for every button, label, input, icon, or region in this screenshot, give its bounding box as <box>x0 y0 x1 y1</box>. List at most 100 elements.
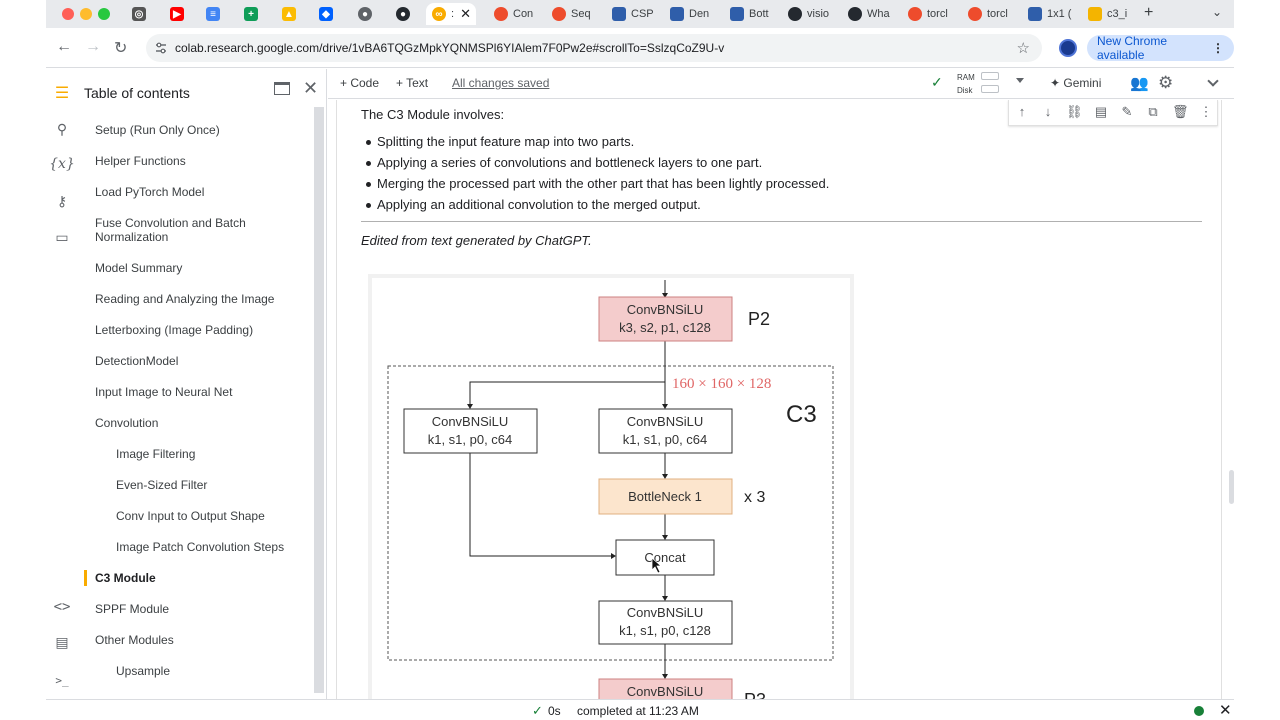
tab-2[interactable]: ▶ <box>170 3 189 25</box>
secrets-key-icon[interactable]: ⚷ <box>56 192 68 209</box>
toc-item-reading-image[interactable]: Reading and Analyzing the Image <box>95 292 275 306</box>
profile-avatar[interactable] <box>1059 39 1077 57</box>
toc-item-detection-model[interactable]: DetectionModel <box>95 354 179 368</box>
tab-10[interactable]: Con <box>494 3 536 25</box>
back-arrow-icon[interactable]: ← <box>56 38 72 55</box>
toc-item-model-summary[interactable]: Model Summary <box>95 261 183 275</box>
text-cell[interactable]: The C3 Module involves: Splitting the in… <box>336 100 1222 699</box>
share-people-icon[interactable]: 👥 <box>1130 75 1149 92</box>
code-snippets-icon[interactable]: <> <box>53 599 71 615</box>
tab-colab-active[interactable]: ∞:✕ <box>426 3 476 25</box>
tab-4[interactable]: + <box>244 3 263 25</box>
tab-search-icon[interactable]: ⌄ <box>1212 5 1223 19</box>
add-code-button[interactable]: + Code <box>340 76 380 90</box>
open-in-tab-icon[interactable] <box>274 82 290 95</box>
close-icon[interactable]: ✕ <box>303 78 319 98</box>
toc-active-indicator <box>84 570 87 586</box>
more-vert-icon[interactable]: ⋮ <box>1212 41 1224 55</box>
tab-8[interactable]: ● <box>396 3 415 25</box>
tab-20[interactable]: c3_i <box>1088 3 1134 25</box>
tab-14[interactable]: Bott <box>730 3 774 25</box>
sidebar-scrollbar[interactable] <box>314 107 324 693</box>
minimize-window-button[interactable] <box>80 8 92 20</box>
paper-icon <box>670 7 684 21</box>
close-window-button[interactable] <box>62 8 74 20</box>
more-options-icon[interactable]: ⋮ <box>1199 104 1213 119</box>
toc-item-letterboxing[interactable]: Letterboxing (Image Padding) <box>95 323 254 337</box>
url-text[interactable]: colab.research.google.com/drive/1vBA6TQG… <box>175 41 725 55</box>
site-info-icon[interactable] <box>154 41 168 55</box>
mouse-cursor <box>651 557 663 574</box>
maximize-window-button[interactable] <box>98 8 110 20</box>
content-scrollbar[interactable] <box>1229 470 1234 504</box>
comment-icon[interactable]: ▤ <box>1094 104 1108 119</box>
conv-block-output <box>598 600 733 645</box>
move-up-icon[interactable]: ↑ <box>1018 104 1026 119</box>
browser-toolbar: ← → ↻ colab.research.google.com/drive/1v… <box>46 28 1234 68</box>
mirror-cell-icon[interactable]: ⧉ <box>1148 104 1158 119</box>
command-palette-icon[interactable]: ▤ <box>55 633 69 650</box>
close-tab-icon[interactable]: ✕ <box>460 6 471 21</box>
toc-item-sppf-module[interactable]: SPPF Module <box>95 602 170 616</box>
paper-icon <box>612 7 626 21</box>
search-icon[interactable]: ⚲ <box>56 120 68 137</box>
chevron-down-icon[interactable] <box>1207 75 1219 87</box>
toc-item-image-filtering[interactable]: Image Filtering <box>116 447 196 461</box>
delete-trash-icon[interactable]: 🗑 <box>1172 104 1189 119</box>
edit-pencil-icon[interactable]: ✎ <box>1121 104 1133 119</box>
settings-gear-icon[interactable]: ⚙ <box>1158 73 1174 92</box>
terminal-icon[interactable]: >_ <box>55 673 69 687</box>
tab-3[interactable]: ≡ <box>206 3 225 25</box>
tab-17[interactable]: torcl <box>908 3 954 25</box>
gemini-button[interactable]: ✦ Gemini <box>1050 76 1101 90</box>
tab-18[interactable]: torcl <box>968 3 1014 25</box>
docs-icon: ≡ <box>206 7 220 21</box>
tab-11[interactable]: Seq <box>552 3 594 25</box>
toc-item-helper-functions[interactable]: Helper Functions <box>95 154 186 168</box>
toc-item-other-modules[interactable]: Other Modules <box>95 633 174 647</box>
tab-5[interactable]: ▲ <box>282 3 301 25</box>
close-status-icon[interactable]: ✕ <box>1219 702 1232 719</box>
horizontal-rule <box>361 221 1202 222</box>
files-folder-icon[interactable]: ▭ <box>55 228 69 245</box>
tab-6[interactable]: ◆ <box>319 3 338 25</box>
tab-15[interactable]: visio <box>788 3 834 25</box>
cell-intro: The C3 Module involves: <box>361 107 505 122</box>
conv-block-right <box>598 408 733 454</box>
variables-icon[interactable]: {x} <box>49 156 75 172</box>
reload-icon[interactable]: ↻ <box>114 40 128 57</box>
chrome-update-button[interactable]: New Chrome available ⋮ <box>1087 34 1234 62</box>
toc-item-convolution[interactable]: Convolution <box>95 416 159 430</box>
tab-1[interactable]: ◎ <box>132 3 151 25</box>
save-status-link[interactable]: All changes saved <box>452 76 550 90</box>
tab-12[interactable]: CSP <box>612 3 656 25</box>
address-bar[interactable]: colab.research.google.com/drive/1vBA6TQG… <box>146 34 1042 62</box>
toc-item-fuse-conv[interactable]: Fuse Convolution and Batch Normalization <box>95 216 246 244</box>
tab-13[interactable]: Den <box>670 3 714 25</box>
connectors <box>469 280 666 678</box>
tab-19[interactable]: 1x1 ( <box>1028 3 1074 25</box>
resource-labels[interactable]: RAM Disk <box>957 71 975 97</box>
table-of-contents-icon[interactable]: ☰ <box>54 85 70 102</box>
execution-duration[interactable]: 0s <box>548 704 561 718</box>
runtime-dropdown-icon[interactable] <box>1016 78 1024 83</box>
bookmark-star-icon[interactable]: ☆ <box>1016 40 1030 57</box>
forward-arrow-icon[interactable]: → <box>85 38 101 55</box>
toc-item-c3-module[interactable]: C3 Module <box>95 571 156 585</box>
tab-7[interactable]: ● <box>358 3 377 25</box>
tab-16[interactable]: Wha <box>848 3 894 25</box>
toc-item-conv-shape[interactable]: Conv Input to Output Shape <box>116 509 265 523</box>
cell-bullet-list: Splitting the input feature map into two… <box>366 134 977 218</box>
move-down-icon[interactable]: ↓ <box>1044 104 1052 119</box>
toc-item-load-model[interactable]: Load PyTorch Model <box>95 185 205 199</box>
add-text-button[interactable]: + Text <box>396 76 429 90</box>
toc-item-upsample[interactable]: Upsample <box>116 664 171 678</box>
link-icon[interactable]: ⛓ <box>1066 104 1083 119</box>
toc-item-patch-steps[interactable]: Image Patch Convolution Steps <box>116 540 285 554</box>
toc-item-even-sized-filter[interactable]: Even-Sized Filter <box>116 478 208 492</box>
toc-item-setup[interactable]: Setup (Run Only Once) <box>95 123 220 137</box>
conv-left-line1: ConvBNSiLU <box>432 414 509 429</box>
tab-label: visio <box>807 8 830 20</box>
toc-item-input-image[interactable]: Input Image to Neural Net <box>95 385 233 399</box>
new-tab-icon[interactable]: + <box>1144 4 1154 21</box>
